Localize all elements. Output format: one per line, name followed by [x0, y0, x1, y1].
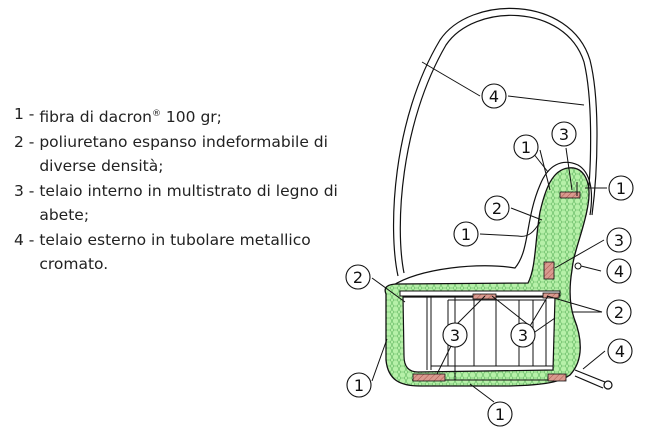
callout-4-top: 4: [481, 83, 507, 109]
legend-item-2: 2 - poliuretano espanso indeformabile di…: [14, 130, 344, 179]
callout-1-mid: 1: [453, 221, 479, 247]
svg-text:3: 3: [614, 231, 624, 250]
tube-bracket: [574, 262, 582, 270]
dacron-fiber-layer: [391, 161, 593, 287]
callout-3-center: 3: [510, 322, 536, 348]
callout-4-bottom: 4: [607, 338, 633, 364]
callout-3-left: 3: [442, 322, 468, 348]
svg-text:1: 1: [461, 225, 471, 244]
outer-metal-frame-inner: [399, 14, 592, 274]
legend-number: 2 -: [14, 132, 35, 151]
legend-number: 3 -: [14, 181, 35, 200]
callout-1-bottom: 1: [487, 401, 513, 427]
svg-text:2: 2: [614, 303, 624, 322]
legend-number: 1 -: [14, 105, 35, 123]
svg-text:3: 3: [559, 125, 569, 144]
callout-4-right: 4: [606, 258, 632, 284]
legend-number: 4 -: [14, 230, 35, 249]
legend-text-suffix: 100 gr;: [161, 108, 222, 127]
callout-1-left: 1: [346, 372, 372, 398]
callout-1-right: 1: [608, 175, 634, 201]
svg-text:4: 4: [614, 262, 624, 281]
legend-text: poliuretano espanso indeformabile di div…: [39, 132, 328, 176]
legend-item-1: 1 - fibra di dacron® 100 gr;: [14, 102, 344, 130]
svg-text:3: 3: [450, 326, 460, 345]
callout-1-back: 1: [513, 134, 539, 160]
tube-end: [574, 369, 606, 383]
svg-text:1: 1: [616, 179, 626, 198]
wood-block: [412, 373, 446, 382]
svg-text:4: 4: [615, 342, 625, 361]
wood-block: [547, 373, 567, 382]
callout-2-right: 2: [606, 299, 632, 325]
outer-metal-frame: [392, 7, 598, 277]
svg-text:4: 4: [489, 87, 499, 106]
legend: 1 - fibra di dacron® 100 gr; 2 - poliure…: [14, 102, 344, 277]
legend-text: telaio interno in multistrato di legno d…: [39, 181, 338, 225]
leader-lines: [371, 61, 607, 403]
svg-text:2: 2: [492, 199, 502, 218]
callout-2-back: 2: [484, 195, 510, 221]
callout-3-top: 3: [551, 121, 577, 147]
svg-text:1: 1: [354, 376, 364, 395]
wood-block: [542, 292, 560, 299]
wood-block: [559, 191, 581, 199]
svg-text:3: 3: [518, 326, 528, 345]
registered-mark: ®: [152, 109, 161, 119]
wood-block: [543, 261, 555, 280]
legend-text: telaio esterno in tubolare metallico cro…: [39, 230, 311, 274]
svg-text:2: 2: [353, 268, 363, 287]
svg-text:1: 1: [495, 405, 505, 424]
svg-text:1: 1: [521, 138, 531, 157]
legend-item-4: 4 - telaio esterno in tubolare metallico…: [14, 228, 344, 277]
callout-3-right: 3: [606, 227, 632, 253]
callout-2-left: 2: [345, 264, 371, 290]
tube-end-cap: [603, 380, 613, 390]
legend-item-3: 3 - telaio interno in multistrato di leg…: [14, 179, 344, 228]
legend-text: fibra di dacron: [39, 108, 152, 127]
